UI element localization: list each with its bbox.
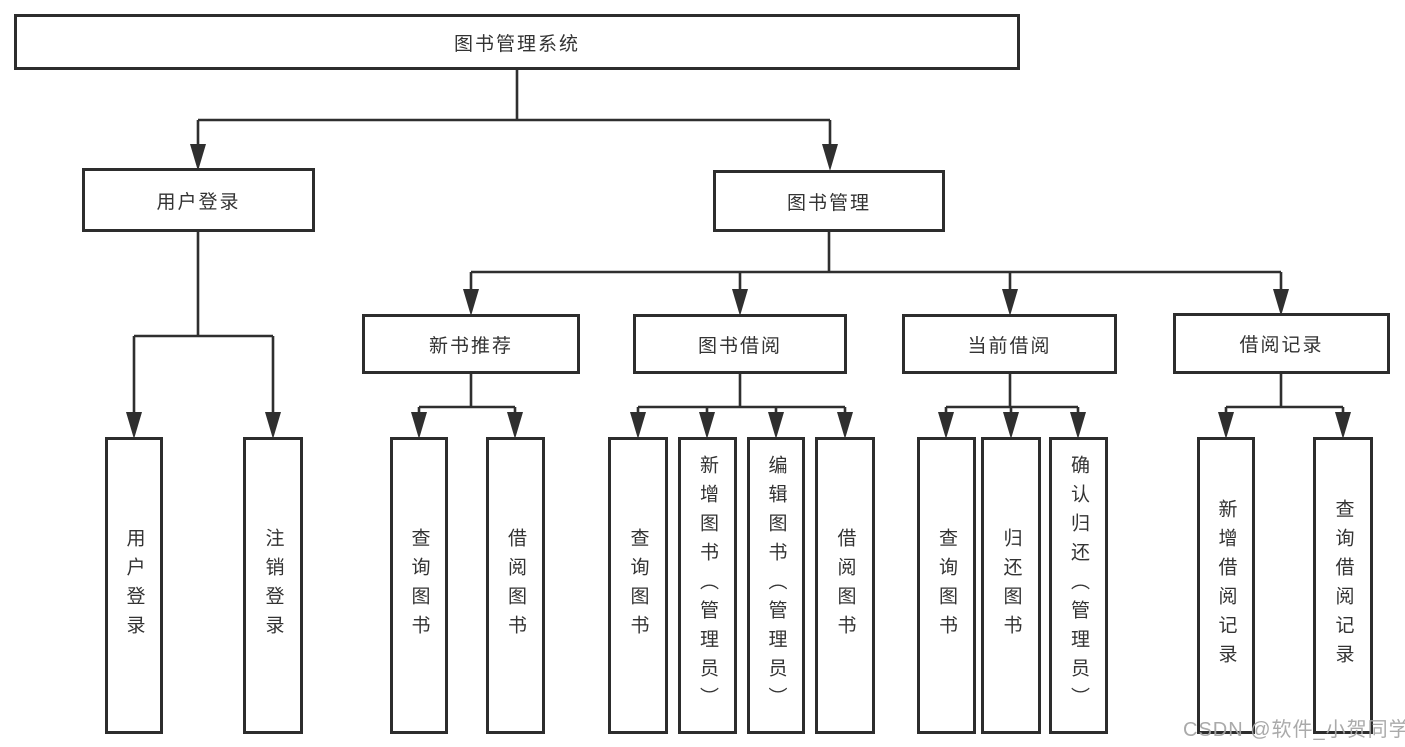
arrowhead-icon [768, 412, 784, 439]
arrowhead-icon [1335, 412, 1351, 439]
node-new-book-recommendation: 新书推荐 [362, 314, 580, 374]
leaf-query-borrow-record: 查询借阅记录 [1313, 437, 1373, 734]
leaf-label: 用户登录 [123, 527, 145, 644]
arrowhead-icon [1002, 289, 1018, 316]
arrowhead-icon [1003, 412, 1019, 439]
arrowhead-icon [837, 412, 853, 439]
leaf-label: 确认归还（管理员） [1068, 455, 1089, 716]
arrowhead-icon [507, 412, 523, 439]
leaf-label: 新增借阅记录 [1215, 498, 1237, 673]
csdn-watermark: CSDN @软件_小贺同学 [1183, 719, 1405, 741]
node-borrowing-records: 借阅记录 [1173, 313, 1390, 374]
leaf-label: 查询借阅记录 [1332, 498, 1354, 673]
leaf-confirm-return-admin: 确认归还（管理员） [1049, 437, 1108, 734]
leaf-query-books-borrowing: 查询图书 [608, 437, 668, 734]
leaf-query-books-recommend: 查询图书 [390, 437, 448, 734]
arrowhead-icon [822, 144, 838, 171]
arrowhead-icon [265, 412, 281, 439]
arrowhead-icon [411, 412, 427, 439]
leaf-borrow-books-recommend: 借阅图书 [486, 437, 545, 734]
arrowhead-icon [938, 412, 954, 439]
node-library-system: 图书管理系统 [14, 14, 1020, 70]
arrowhead-icon [732, 289, 748, 316]
leaf-label: 编辑图书（管理员） [765, 455, 787, 716]
arrowhead-icon [1070, 412, 1086, 439]
node-user-login: 用户登录 [82, 168, 315, 232]
leaf-label: 查询图书 [408, 527, 430, 644]
arrowhead-icon [630, 412, 646, 439]
node-book-borrowing: 图书借阅 [633, 314, 847, 374]
leaf-logout: 注销登录 [243, 437, 303, 734]
leaf-label: 查询图书 [627, 527, 649, 644]
leaf-label: 查询图书 [936, 527, 957, 644]
leaf-edit-book-admin: 编辑图书（管理员） [747, 437, 805, 734]
leaf-add-borrow-record: 新增借阅记录 [1197, 437, 1255, 734]
leaf-label: 借阅图书 [505, 527, 526, 644]
arrowheads [126, 144, 1351, 439]
arrowhead-icon [1273, 289, 1289, 316]
leaf-label: 归还图书 [1000, 527, 1022, 644]
leaf-add-book-admin: 新增图书（管理员） [678, 437, 737, 734]
node-book-management: 图书管理 [713, 170, 945, 232]
leaf-label: 新增图书（管理员） [697, 455, 718, 716]
arrowhead-icon [126, 412, 142, 439]
node-current-borrowing: 当前借阅 [902, 314, 1117, 374]
arrowhead-icon [1218, 412, 1234, 439]
arrowhead-icon [699, 412, 715, 439]
leaf-borrow-books: 借阅图书 [815, 437, 875, 734]
leaf-label: 借阅图书 [834, 527, 856, 644]
arrowhead-icon [190, 144, 206, 171]
leaf-return-book: 归还图书 [981, 437, 1041, 734]
arrowhead-icon [463, 289, 479, 316]
leaf-label: 注销登录 [262, 527, 284, 644]
leaf-query-books-current: 查询图书 [917, 437, 976, 734]
leaf-user-login: 用户登录 [105, 437, 163, 734]
